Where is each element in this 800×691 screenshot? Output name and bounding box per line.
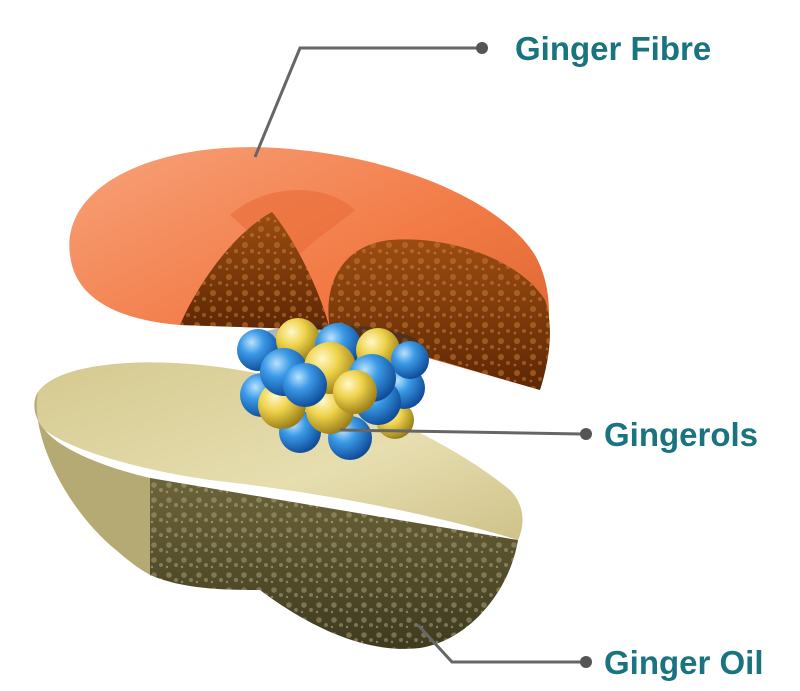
oil-outer-rim	[34, 392, 160, 578]
fibre-leader-dot	[476, 42, 488, 54]
ginger-fibre-segment	[69, 147, 550, 390]
ginger-oil-label: Ginger Oil	[604, 644, 764, 681]
fibre-leader-line	[253, 46, 478, 158]
oil-leader-dot	[580, 656, 592, 668]
leader-dots	[476, 42, 592, 668]
ginger-oil-segment	[34, 362, 523, 649]
fibre-top-dip	[230, 190, 355, 270]
leader-lines	[253, 46, 583, 664]
gingerols-leader-dot	[580, 428, 592, 440]
ginger-fibre-label: Ginger Fibre	[515, 30, 711, 67]
oil-leader-line	[416, 623, 582, 664]
gingerol-molecule-cluster	[237, 318, 429, 460]
gingerols-leader-line	[339, 428, 583, 436]
gingerols-label: Gingerols	[604, 416, 758, 453]
oil-top-surface	[34, 362, 523, 540]
